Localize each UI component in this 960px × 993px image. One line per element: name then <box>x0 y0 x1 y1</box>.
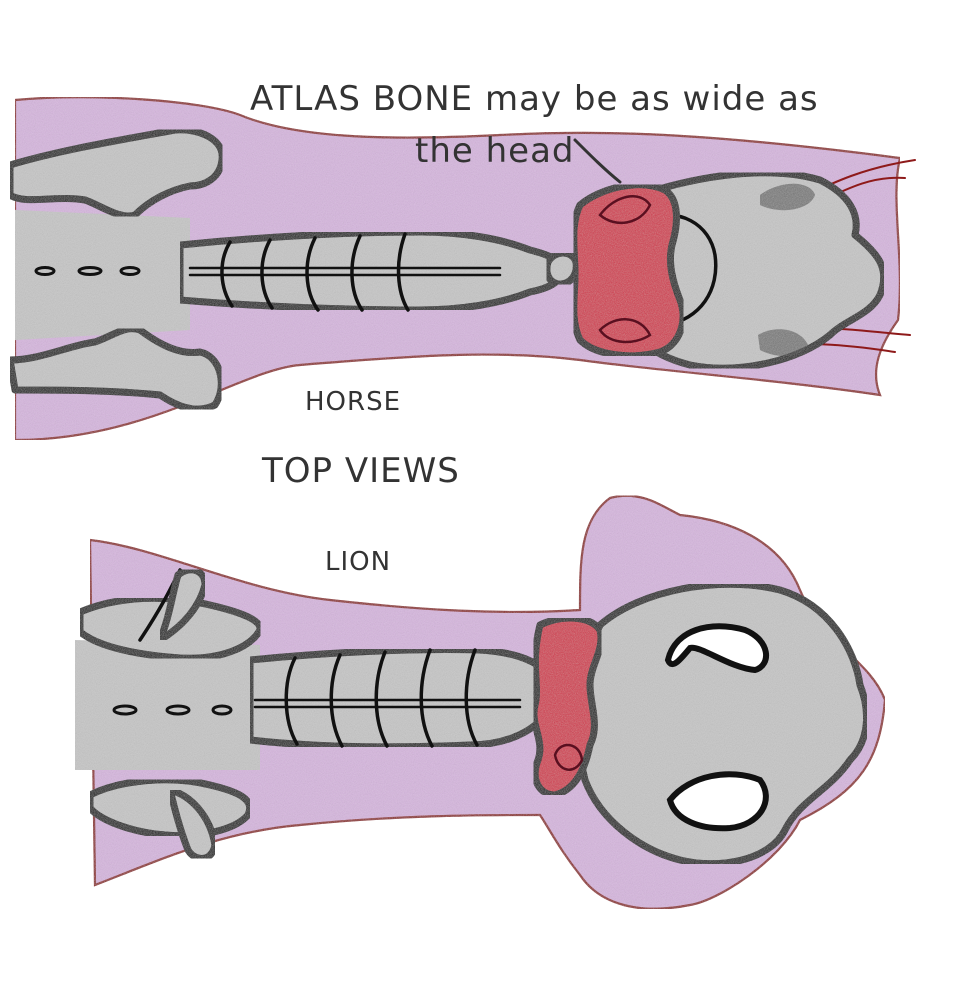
lion-label: LION <box>325 547 391 577</box>
annotation-line-2: the head <box>415 131 575 171</box>
lion-cervical-vertebrae <box>250 649 545 746</box>
horse-label: HORSE <box>305 387 401 417</box>
top-views-title: TOP VIEWS <box>261 451 460 491</box>
lion-diagram <box>75 496 885 909</box>
horse-atlas-bone <box>574 185 683 356</box>
horse-cervical-vertebrae <box>180 232 565 310</box>
annotation-line-1: ATLAS BONE may be as wide as <box>250 79 819 119</box>
